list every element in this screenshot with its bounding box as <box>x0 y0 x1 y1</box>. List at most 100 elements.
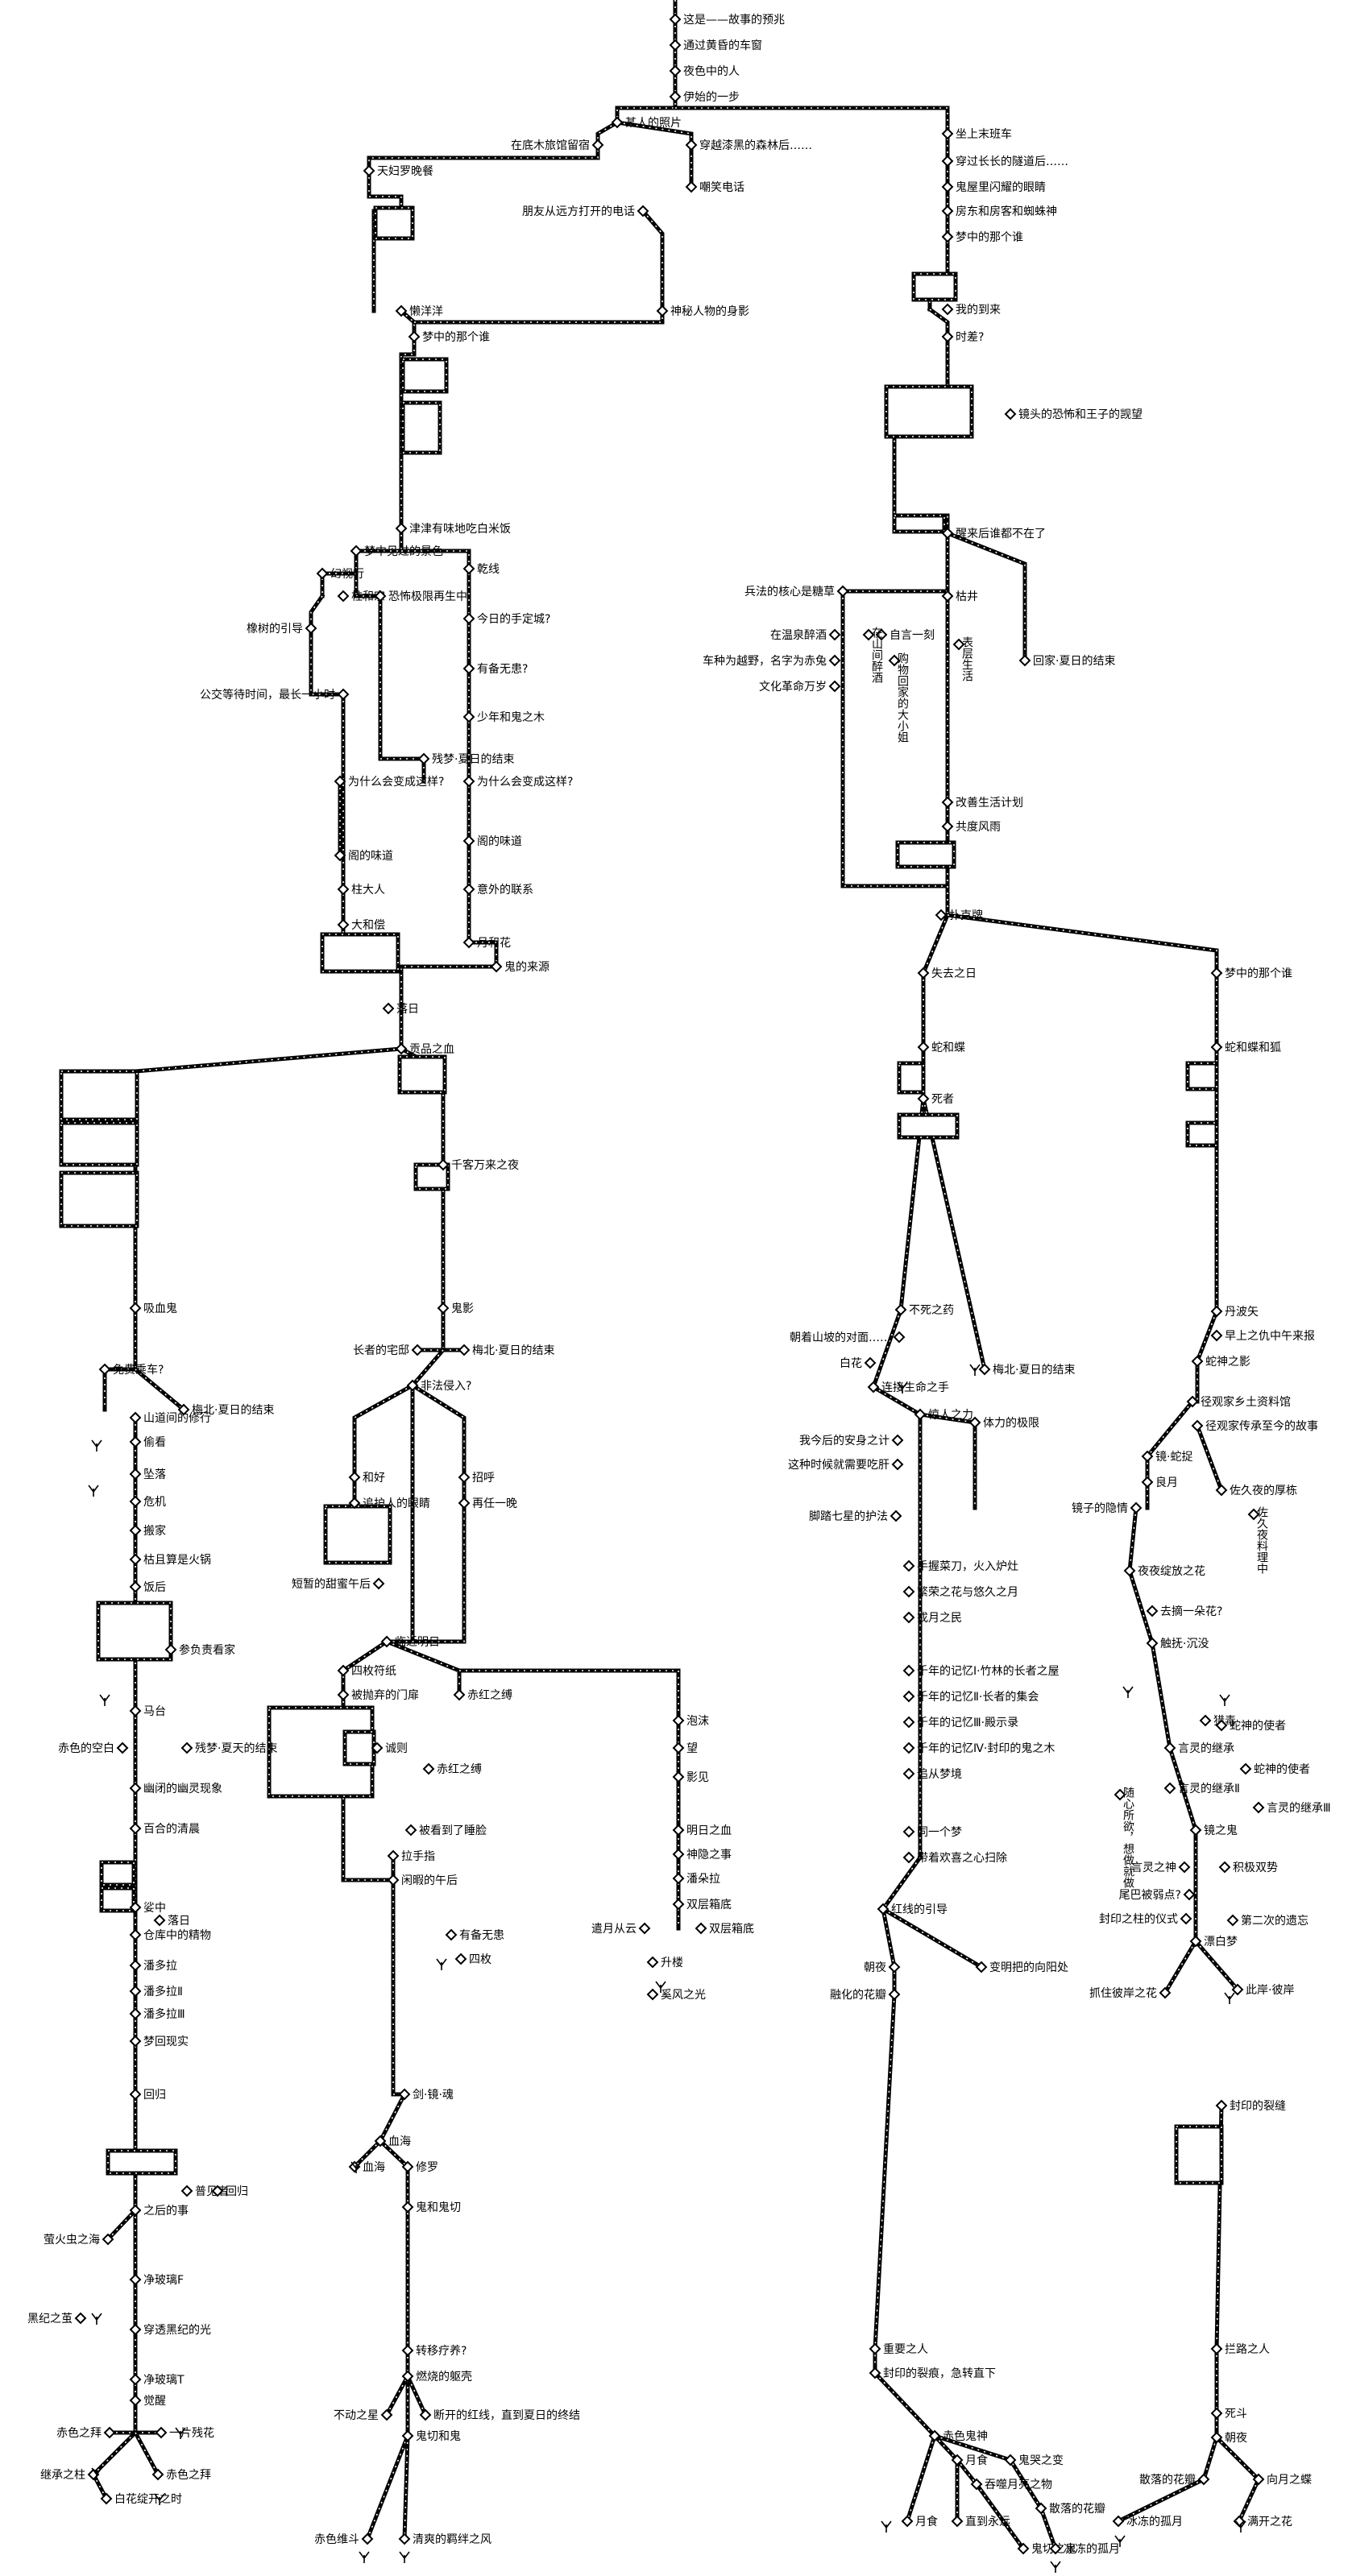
scene-node-marker[interactable] <box>129 1959 142 1972</box>
scene-node-marker[interactable] <box>1231 1983 1244 1996</box>
scene-node-marker[interactable] <box>382 1002 395 1015</box>
scene-node-marker[interactable] <box>1114 1788 1126 1801</box>
scene-node-marker[interactable] <box>1123 1564 1136 1577</box>
scene-node-marker[interactable] <box>1004 408 1017 420</box>
scene-node-marker[interactable] <box>638 1922 651 1935</box>
scene-node-marker[interactable] <box>1004 2454 1017 2466</box>
scene-node-marker[interactable] <box>672 1714 685 1727</box>
scene-node-marker[interactable] <box>387 1874 400 1886</box>
scene-node-marker[interactable] <box>1189 1935 1202 1948</box>
scene-node-marker[interactable] <box>129 1302 142 1315</box>
scene-node-marker[interactable] <box>404 1824 417 1837</box>
scene-node-marker[interactable] <box>103 2426 116 2439</box>
scene-node-marker[interactable] <box>334 849 346 862</box>
scene-node-marker[interactable] <box>1180 1912 1192 1925</box>
scene-node-marker[interactable] <box>867 1381 880 1394</box>
scene-node-marker[interactable] <box>437 1158 450 1171</box>
scene-node-marker[interactable] <box>453 1688 466 1701</box>
scene-node-marker[interactable] <box>941 155 954 168</box>
scene-node-marker[interactable] <box>901 2515 914 2528</box>
scene-node-marker[interactable] <box>337 688 350 701</box>
scene-node-marker[interactable] <box>337 918 350 931</box>
scene-node-marker[interactable] <box>864 1356 877 1369</box>
scene-node-marker[interactable] <box>462 662 475 675</box>
scene-node-marker[interactable] <box>902 1716 915 1729</box>
scene-node-marker[interactable] <box>928 2429 941 2442</box>
scene-node-marker[interactable] <box>1017 2542 1030 2555</box>
scene-node-marker[interactable] <box>129 2035 142 2048</box>
scene-node-marker[interactable] <box>363 164 375 177</box>
scene-node-marker[interactable] <box>395 304 408 317</box>
scene-node-marker[interactable] <box>646 1988 659 2001</box>
scene-node-marker[interactable] <box>894 1303 907 1316</box>
scene-node-marker[interactable] <box>417 752 430 765</box>
scene-node-marker[interactable] <box>902 1664 915 1677</box>
scene-node-marker[interactable] <box>462 562 475 575</box>
scene-node-marker[interactable] <box>968 1416 981 1429</box>
scene-node-marker[interactable] <box>951 2454 964 2466</box>
scene-node-marker[interactable] <box>153 1914 166 1927</box>
scene-node-marker[interactable] <box>877 1903 890 1915</box>
scene-node-marker[interactable] <box>891 1434 904 1447</box>
scene-node-marker[interactable] <box>1191 1355 1204 1368</box>
scene-node-marker[interactable] <box>591 139 604 151</box>
scene-node-marker[interactable] <box>1035 2502 1047 2515</box>
scene-node-marker[interactable] <box>890 1510 902 1522</box>
scene-node-marker[interactable] <box>1183 1888 1196 1901</box>
scene-node-marker[interactable] <box>398 2088 411 2101</box>
scene-node-marker[interactable] <box>129 1524 142 1537</box>
scene-node-marker[interactable] <box>462 883 475 896</box>
scene-node-marker[interactable] <box>669 13 682 26</box>
scene-node-marker[interactable] <box>100 2492 113 2505</box>
scene-node-marker[interactable] <box>116 1741 129 1754</box>
scene-node-marker[interactable] <box>970 2478 983 2491</box>
scene-node-marker[interactable] <box>669 90 682 103</box>
scene-node-marker[interactable] <box>490 960 503 973</box>
scene-node-marker[interactable] <box>129 1411 142 1424</box>
scene-node-marker[interactable] <box>1186 1395 1199 1408</box>
scene-node-marker[interactable] <box>1215 1719 1228 1732</box>
scene-node-marker[interactable] <box>454 1953 467 1965</box>
scene-node-marker[interactable] <box>941 527 954 540</box>
scene-node-marker[interactable] <box>862 628 875 641</box>
scene-node-marker[interactable] <box>941 796 954 809</box>
scene-node-marker[interactable] <box>914 1408 927 1421</box>
scene-node-marker[interactable] <box>978 1363 991 1376</box>
scene-node-marker[interactable] <box>177 1403 190 1416</box>
scene-node-marker[interactable] <box>129 1704 142 1717</box>
scene-node-marker[interactable] <box>129 1928 142 1941</box>
scene-node-marker[interactable] <box>350 545 363 557</box>
scene-node-marker[interactable] <box>893 1331 906 1344</box>
scene-node-marker[interactable] <box>372 1577 385 1590</box>
scene-node-marker[interactable] <box>462 775 475 788</box>
scene-node-marker[interactable] <box>941 330 954 343</box>
scene-node-marker[interactable] <box>1049 2542 1062 2555</box>
scene-node-marker[interactable] <box>129 2323 142 2336</box>
scene-node-marker[interactable] <box>917 1041 930 1054</box>
scene-node-marker[interactable] <box>401 2344 414 2357</box>
scene-node-marker[interactable] <box>1239 1762 1252 1775</box>
scene-node-marker[interactable] <box>1191 1419 1204 1432</box>
scene-node-marker[interactable] <box>406 1379 419 1392</box>
scene-node-marker[interactable] <box>1215 1484 1228 1497</box>
scene-node-marker[interactable] <box>211 2185 224 2197</box>
scene-node-marker[interactable] <box>129 1495 142 1508</box>
scene-node-marker[interactable] <box>129 1553 142 1566</box>
scene-node-marker[interactable] <box>129 2204 142 2217</box>
scene-node-marker[interactable] <box>337 1664 350 1677</box>
scene-node-marker[interactable] <box>1218 1861 1231 1874</box>
scene-node-marker[interactable] <box>419 2408 432 2421</box>
scene-node-marker[interactable] <box>371 1741 384 1754</box>
scene-node-marker[interactable] <box>941 127 954 140</box>
scene-node-marker[interactable] <box>685 139 698 151</box>
scene-node-marker[interactable] <box>975 1961 988 1973</box>
scene-node-marker[interactable] <box>1197 2473 1210 2486</box>
scene-node-marker[interactable] <box>395 1042 408 1055</box>
scene-node-marker[interactable] <box>102 2233 114 2246</box>
scene-node-marker[interactable] <box>374 2135 387 2147</box>
scene-node-marker[interactable] <box>828 628 841 641</box>
scene-node-marker[interactable] <box>151 2468 164 2481</box>
scene-node-marker[interactable] <box>935 909 948 921</box>
scene-node-marker[interactable] <box>869 2367 881 2379</box>
scene-node-marker[interactable] <box>917 1092 930 1105</box>
